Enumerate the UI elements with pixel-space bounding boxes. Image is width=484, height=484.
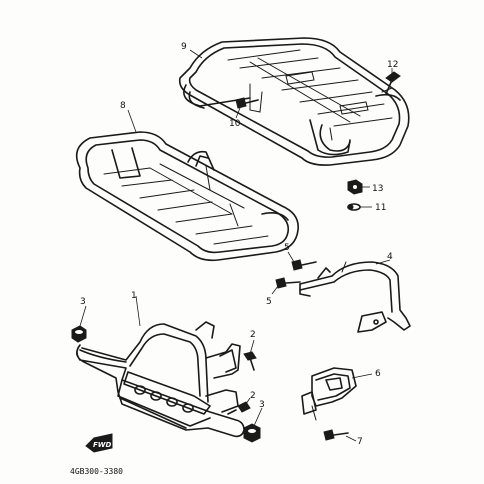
bracket-part-6 bbox=[301, 367, 357, 421]
callout-2-upper: 2 bbox=[250, 330, 256, 340]
fwd-label: FWD bbox=[93, 441, 112, 449]
callout-10: 10 bbox=[229, 119, 241, 129]
collar-3-left bbox=[71, 325, 87, 343]
callout-6: 6 bbox=[375, 369, 381, 379]
bolt-5-lower bbox=[275, 277, 301, 289]
leader-lines bbox=[79, 49, 393, 442]
callout-11: 11 bbox=[375, 203, 386, 213]
callout-5-lower: 5 bbox=[266, 297, 272, 307]
bolt-5-upper bbox=[291, 259, 317, 271]
callout-13: 13 bbox=[372, 184, 383, 194]
callout-3-lower: 3 bbox=[259, 400, 265, 410]
rear-carrier-rack bbox=[178, 37, 410, 166]
callout-12: 12 bbox=[387, 60, 398, 70]
callout-9: 9 bbox=[181, 42, 187, 52]
nut-13 bbox=[347, 179, 363, 195]
bolt-12 bbox=[381, 71, 401, 95]
bolt-10 bbox=[235, 97, 259, 109]
front-carrier-rack bbox=[75, 131, 299, 262]
bracket-part-4 bbox=[299, 261, 411, 333]
fwd-arrow-icon: FWD bbox=[85, 433, 113, 453]
callout-7: 7 bbox=[357, 437, 363, 447]
bolt-2-upper bbox=[243, 351, 257, 371]
drawing-number: 4GB300-3380 bbox=[70, 467, 123, 476]
callout-3-upper: 3 bbox=[80, 297, 86, 307]
callout-2-lower: 2 bbox=[250, 391, 256, 401]
nut-3-lower bbox=[243, 423, 261, 443]
collar-11 bbox=[347, 203, 361, 211]
bolt-7 bbox=[323, 429, 349, 441]
callout-1: 1 bbox=[131, 291, 137, 301]
front-bumper-guard bbox=[76, 321, 245, 438]
callout-5-upper: 5 bbox=[284, 243, 290, 253]
callout-8: 8 bbox=[120, 101, 126, 111]
callout-4: 4 bbox=[387, 252, 393, 262]
bolt-2-lower bbox=[227, 401, 251, 415]
